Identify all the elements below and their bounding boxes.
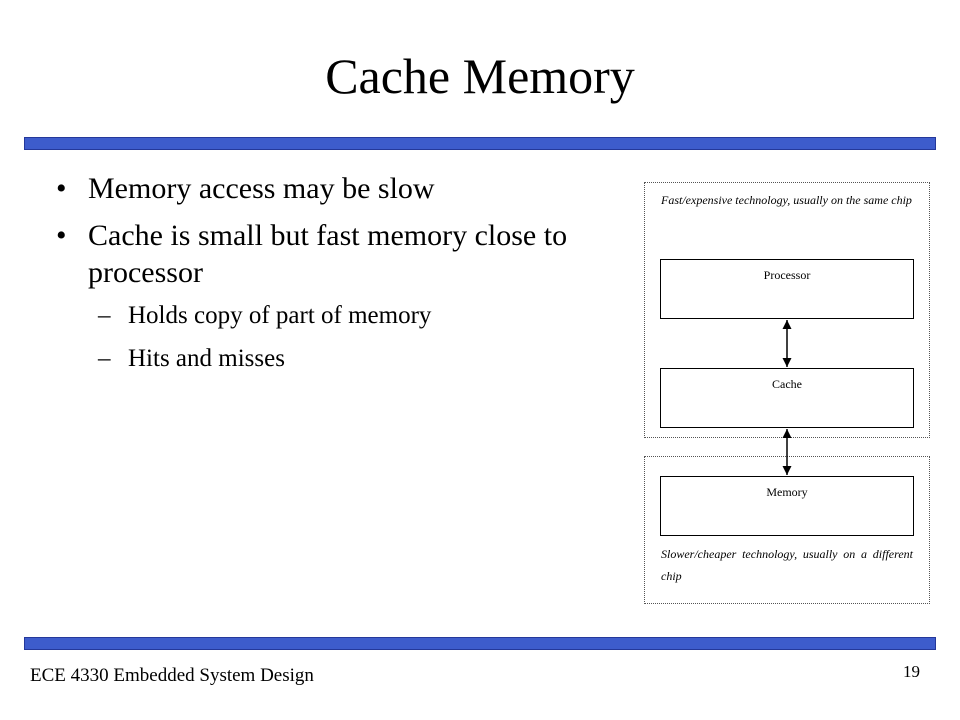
sub-bullet-text: Hits and misses: [128, 345, 285, 372]
fast-technology-note: Fast/expensive technology, usually on th…: [661, 193, 912, 207]
sub-bullet-text: Holds copy of part of memory: [128, 302, 432, 329]
processor-box: Processor: [660, 259, 914, 319]
slide-title: Cache Memory: [325, 48, 635, 104]
processor-label: Processor: [763, 268, 811, 282]
memory-label: Memory: [766, 485, 808, 499]
sub-bullet-marker: –: [98, 302, 111, 329]
sub-bullet-marker: –: [98, 345, 111, 372]
memory-box: Memory: [660, 476, 914, 536]
bullet-marker: •: [56, 172, 67, 205]
sub-bullet-item: – Holds copy of part of memory: [56, 301, 576, 331]
title-divider-bar: [24, 137, 936, 150]
bullet-marker: •: [56, 219, 67, 252]
cache-label: Cache: [772, 377, 802, 391]
bullet-item: • Memory access may be slow: [56, 170, 576, 207]
footer-divider-bar: [24, 637, 936, 650]
bullet-item: • Cache is small but fast memory close t…: [56, 217, 576, 291]
slow-technology-note: Slower/cheaper technology, usually on a …: [661, 547, 913, 583]
sub-bullet-item: – Hits and misses: [56, 344, 576, 374]
bullet-list: • Memory access may be slow • Cache is s…: [56, 170, 576, 387]
cache-box: Cache: [660, 368, 914, 428]
bullet-text: Memory access may be slow: [88, 172, 435, 205]
page-number: 19: [903, 662, 920, 681]
course-footer: ECE 4330 Embedded System Design: [30, 665, 314, 686]
bullet-text: Cache is small but fast memory close to …: [88, 219, 568, 289]
